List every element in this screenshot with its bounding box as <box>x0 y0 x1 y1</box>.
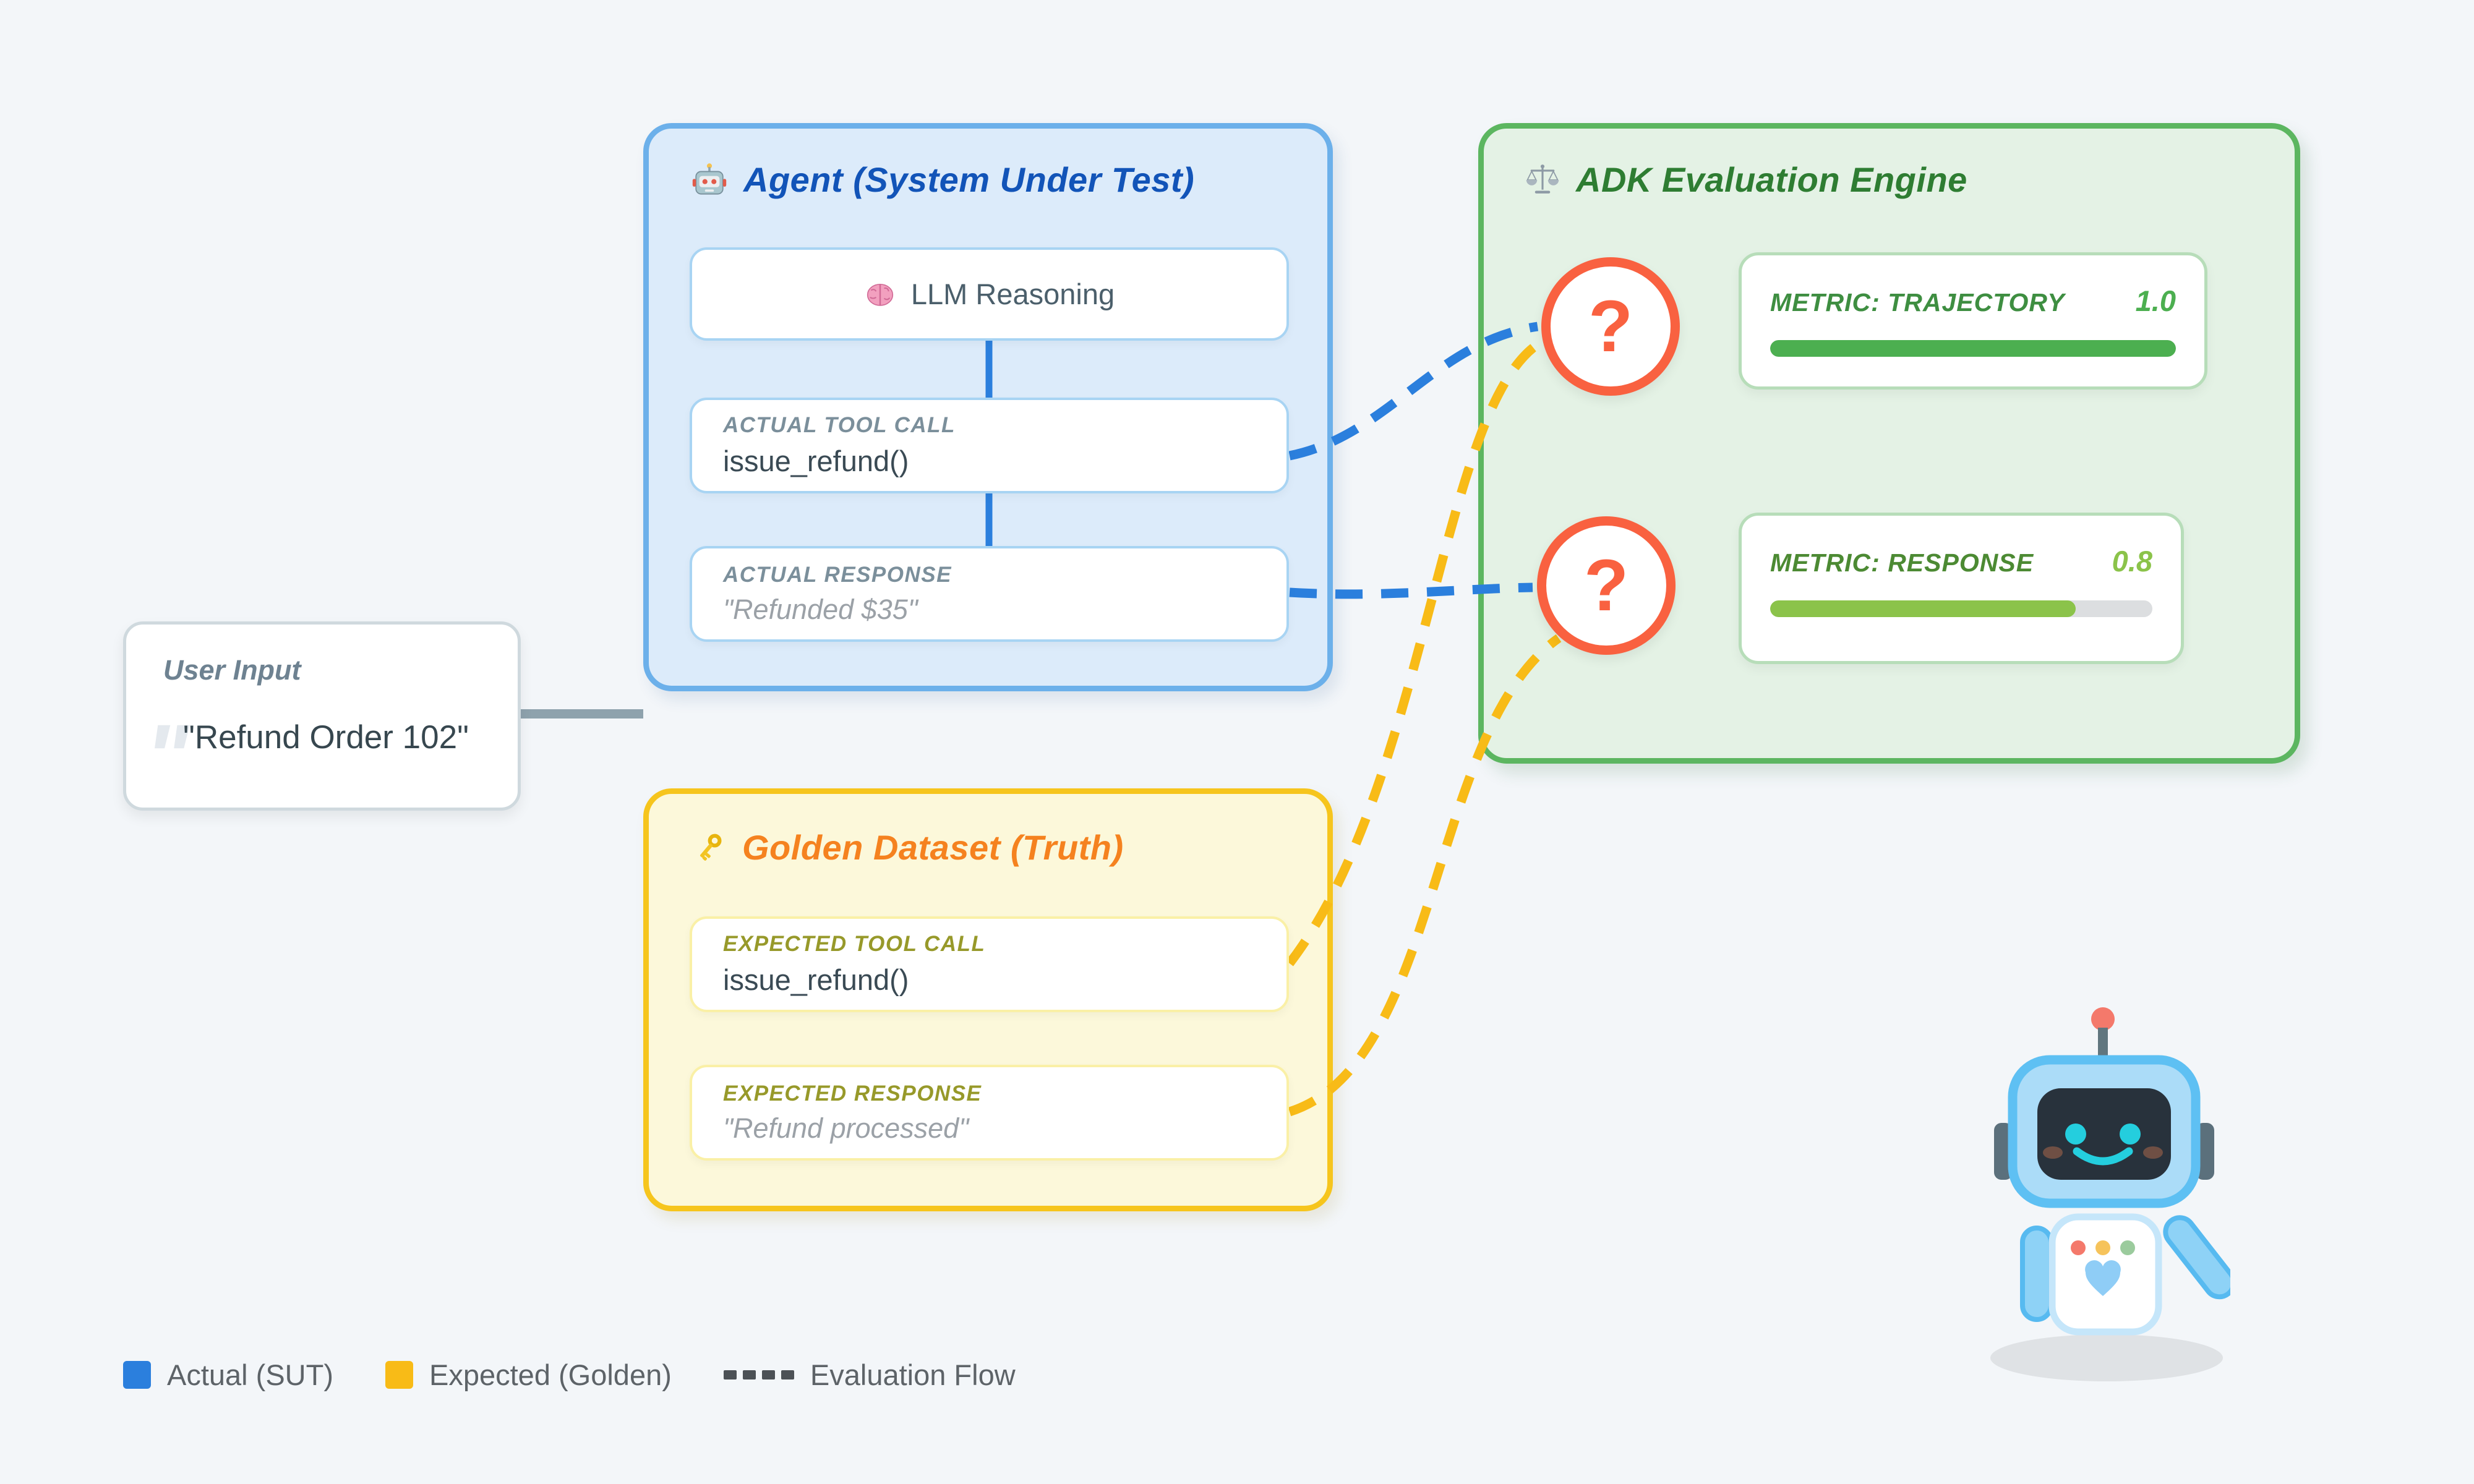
metric-trajectory-card: METRIC: TRAJECTORY 1.0 <box>1739 252 2207 390</box>
response-comparison-question-circle: ? <box>1537 516 1676 655</box>
robot-mascot <box>1990 1007 2230 1381</box>
left-blush <box>2043 1146 2063 1159</box>
mascot-shadow <box>1990 1334 2223 1381</box>
key-icon <box>700 834 722 861</box>
legend-actual-label: Actual (SUT) <box>167 1358 333 1391</box>
expected-tool-call-label: EXPECTED TOOL CALL <box>723 932 986 956</box>
agent-header: Agent (System Under Test) <box>691 160 1194 200</box>
legend-item-expected: Expected (Golden) <box>385 1358 672 1392</box>
expected-color-swatch <box>385 1361 413 1389</box>
antenna-ball <box>2091 1007 2115 1031</box>
decorative-quote-mark: " <box>145 705 189 809</box>
golden-dataset-title: Golden Dataset (Truth) <box>742 828 1124 867</box>
legend-expected-label: Expected (Golden) <box>429 1358 672 1391</box>
right-blush <box>2143 1146 2163 1159</box>
user-input-value: "Refund Order 102" <box>183 719 469 756</box>
expected-tool-call-node: EXPECTED TOOL CALL issue_refund() <box>690 916 1289 1012</box>
user-input-card: User Input " "Refund Order 102" <box>123 621 521 811</box>
robot-icon <box>692 163 727 195</box>
antenna-stem <box>2098 1028 2108 1061</box>
left-arm <box>2020 1226 2053 1322</box>
user-input-to-agent-connector <box>521 709 643 719</box>
response-progress-fill <box>1770 600 2076 617</box>
metric-trajectory-value: 1.0 <box>2135 284 2176 317</box>
legend-item-actual: Actual (SUT) <box>123 1358 333 1392</box>
llm-reasoning-node: LLM Reasoning <box>690 247 1289 341</box>
right-arm <box>2163 1215 2230 1300</box>
trajectory-comparison-question-circle: ? <box>1541 257 1680 396</box>
trajectory-progress-fill <box>1770 340 2176 357</box>
response-progress-track <box>1770 600 2152 617</box>
legend-item-evaluation-flow: Evaluation Flow <box>723 1358 1016 1392</box>
evaluation-engine-header: ADK Evaluation Engine <box>1525 160 1967 200</box>
metric-response-label: METRIC: RESPONSE <box>1770 548 2034 577</box>
dashed-line-icon <box>723 1370 794 1380</box>
agent-title: Agent (System Under Test) <box>743 160 1195 199</box>
actual-response-node: ACTUAL RESPONSE "Refunded $35" <box>690 546 1289 642</box>
question-mark-icon: ? <box>1588 286 1633 367</box>
actual-tool-call-label: ACTUAL TOOL CALL <box>723 413 956 437</box>
actual-response-value: "Refunded $35" <box>723 593 918 625</box>
chest-dot-red <box>2071 1240 2086 1255</box>
legend-evaluation-flow-label: Evaluation Flow <box>810 1358 1016 1391</box>
right-eye <box>2120 1124 2141 1145</box>
metric-trajectory-label: METRIC: TRAJECTORY <box>1770 288 2065 317</box>
actual-response-label: ACTUAL RESPONSE <box>723 562 952 587</box>
metric-response-value: 0.8 <box>2112 545 2152 578</box>
smile <box>2073 1147 2133 1166</box>
llm-reasoning-label: LLM Reasoning <box>910 278 1115 310</box>
scales-icon <box>1526 164 1559 194</box>
trajectory-progress-track <box>1770 340 2176 357</box>
actual-tool-call-value: issue_refund() <box>723 445 909 477</box>
brain-icon <box>867 283 894 306</box>
question-mark-icon: ? <box>1583 545 1629 626</box>
chest-heart <box>2085 1260 2121 1296</box>
metric-response-card: METRIC: RESPONSE 0.8 <box>1739 513 2184 664</box>
chest-dot-yellow <box>2095 1240 2110 1255</box>
expected-tool-call-value: issue_refund() <box>723 963 909 996</box>
expected-response-value: "Refund processed" <box>723 1112 969 1144</box>
chest-dot-green <box>2120 1240 2135 1255</box>
actual-tool-call-node: ACTUAL TOOL CALL issue_refund() <box>690 398 1289 493</box>
expected-response-label: EXPECTED RESPONSE <box>723 1081 982 1106</box>
face-screen <box>2037 1088 2171 1180</box>
expected-response-node: EXPECTED RESPONSE "Refund processed" <box>690 1065 1289 1161</box>
actual-color-swatch <box>123 1361 151 1389</box>
golden-dataset-header: Golden Dataset (Truth) <box>691 827 1124 868</box>
left-eye <box>2065 1124 2086 1145</box>
evaluation-engine-group-box <box>1478 123 2300 764</box>
evaluation-engine-title: ADK Evaluation Engine <box>1576 160 1967 199</box>
user-input-title: User Input <box>163 654 301 686</box>
legend: Actual (SUT) Expected (Golden) Evaluatio… <box>123 1358 1016 1392</box>
